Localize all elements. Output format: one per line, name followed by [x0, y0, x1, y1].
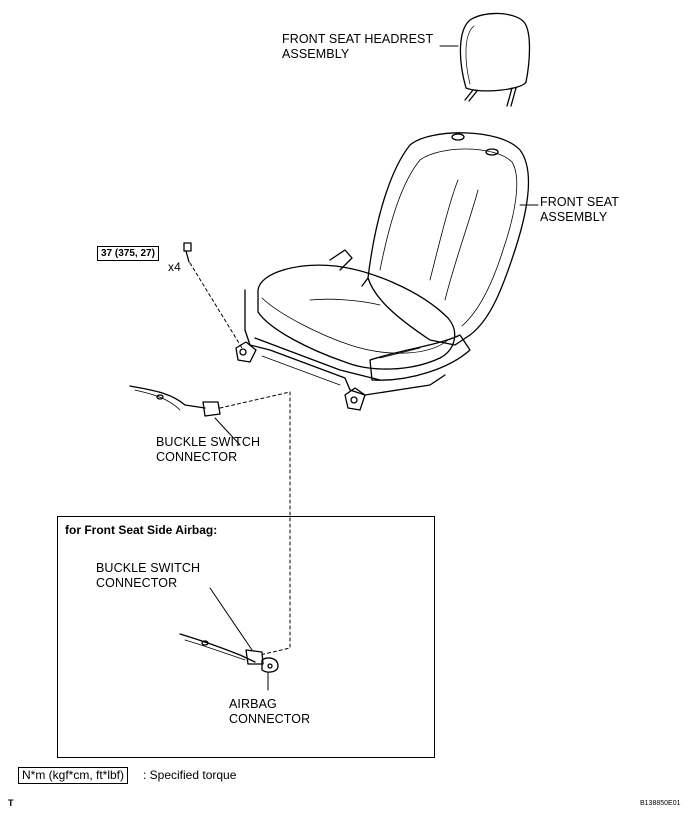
inset-title: for Front Seat Side Airbag:: [65, 523, 218, 537]
seat-rails-drawing: [235, 329, 446, 411]
connector-link-line: [219, 391, 291, 409]
figure-code: B138850E01: [640, 800, 681, 807]
inset-connector-drawing: [179, 633, 279, 673]
side-airbag-inset: for Front Seat Side Airbag:: [57, 516, 435, 758]
bolt-drawing: [183, 242, 192, 263]
bolt-leader-line: [189, 262, 243, 349]
torque-unit-legend: N*m (kgf*cm, ft*lbf): [18, 767, 129, 784]
corner-mark-left: T: [8, 798, 14, 808]
buckle-main-leader: [214, 417, 241, 446]
buckle-inset-leader: [209, 587, 253, 651]
bolt-quantity: x4: [168, 260, 181, 274]
seat-back-drawing: [361, 132, 530, 346]
seat-cushion-drawing: [244, 249, 471, 381]
torque-legend-text: : Specified torque: [143, 768, 237, 782]
headrest-drawing: [459, 12, 531, 107]
main-buckle-connector-drawing: [129, 385, 221, 417]
torque-value-box: 37 (375, 27): [97, 246, 159, 261]
inset-link-line: [259, 391, 291, 656]
